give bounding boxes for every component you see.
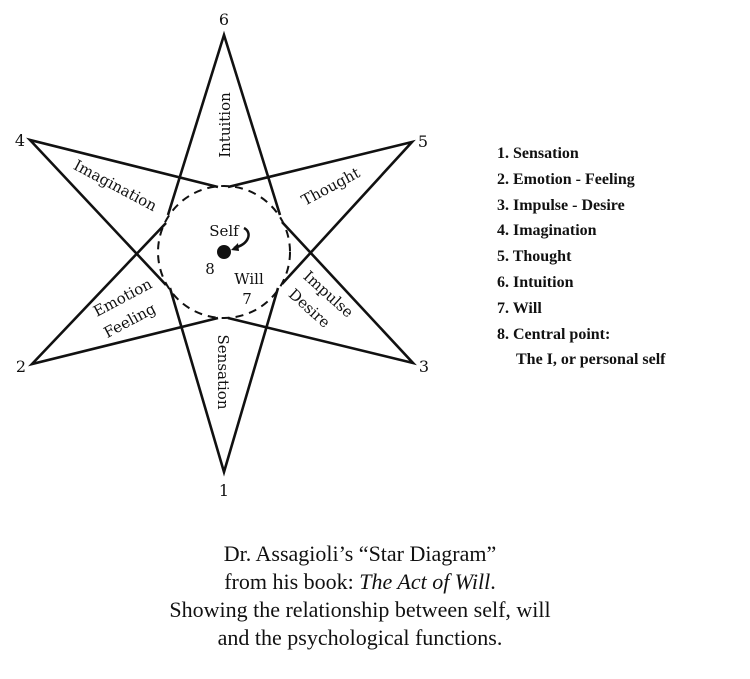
caption-line: Dr. Assagioli’s “Star Diagram”	[223, 541, 497, 566]
will-circle	[157, 185, 291, 319]
point-label-4: 4	[15, 131, 25, 150]
label-7: 7	[242, 290, 252, 308]
self-point	[217, 245, 231, 259]
legend-item: 8. Central point:	[497, 325, 611, 343]
point-label-1: 1	[219, 481, 229, 500]
caption-text: from his book:	[224, 569, 360, 594]
legend-item: 2. Emotion - Feeling	[497, 170, 635, 188]
legend-item: 5. Thought	[497, 248, 572, 266]
label-imagination: Imagination	[71, 156, 161, 215]
label-sensation: Sensation	[214, 335, 232, 410]
point-label-5: 5	[418, 132, 428, 151]
label-intuition: Intuition	[216, 92, 234, 158]
label-8: 8	[205, 260, 215, 278]
arrow-head	[231, 243, 239, 251]
legend-item: 6. Intuition	[497, 273, 574, 291]
petal-impulse-desire	[227, 221, 417, 366]
petal-sensation	[168, 287, 280, 477]
legend: 1. Sensation 2. Emotion - Feeling 3. Imp…	[497, 141, 665, 373]
petal-imagination	[26, 137, 219, 286]
book-title: The Act of Will	[359, 569, 491, 594]
point-label-6: 6	[219, 10, 229, 29]
point-label-2: 2	[16, 357, 26, 376]
petal-intuition	[166, 30, 282, 216]
legend-item: 7. Will	[497, 299, 542, 317]
label-will: Will	[234, 270, 264, 288]
petal-thought	[227, 139, 416, 285]
caption-line: from his book: The Act of Will.	[0, 568, 720, 596]
petal-emotion-feeling	[27, 222, 219, 367]
caption: Dr. Assagioli’s “Star Diagram” from his …	[0, 540, 720, 652]
caption-line: Showing the relationship between self, w…	[169, 597, 551, 622]
legend-item: The I, or personal self	[516, 351, 666, 369]
caption-text: .	[490, 569, 496, 594]
legend-item: 1. Sensation	[497, 145, 579, 162]
label-self: Self	[209, 222, 240, 240]
label-thought: Thought	[298, 164, 363, 210]
point-label-3: 3	[419, 357, 429, 376]
legend-item: 3. Impulse - Desire	[497, 196, 625, 214]
caption-line: and the psychological functions.	[217, 625, 503, 650]
legend-item: 4. Imagination	[497, 222, 597, 240]
